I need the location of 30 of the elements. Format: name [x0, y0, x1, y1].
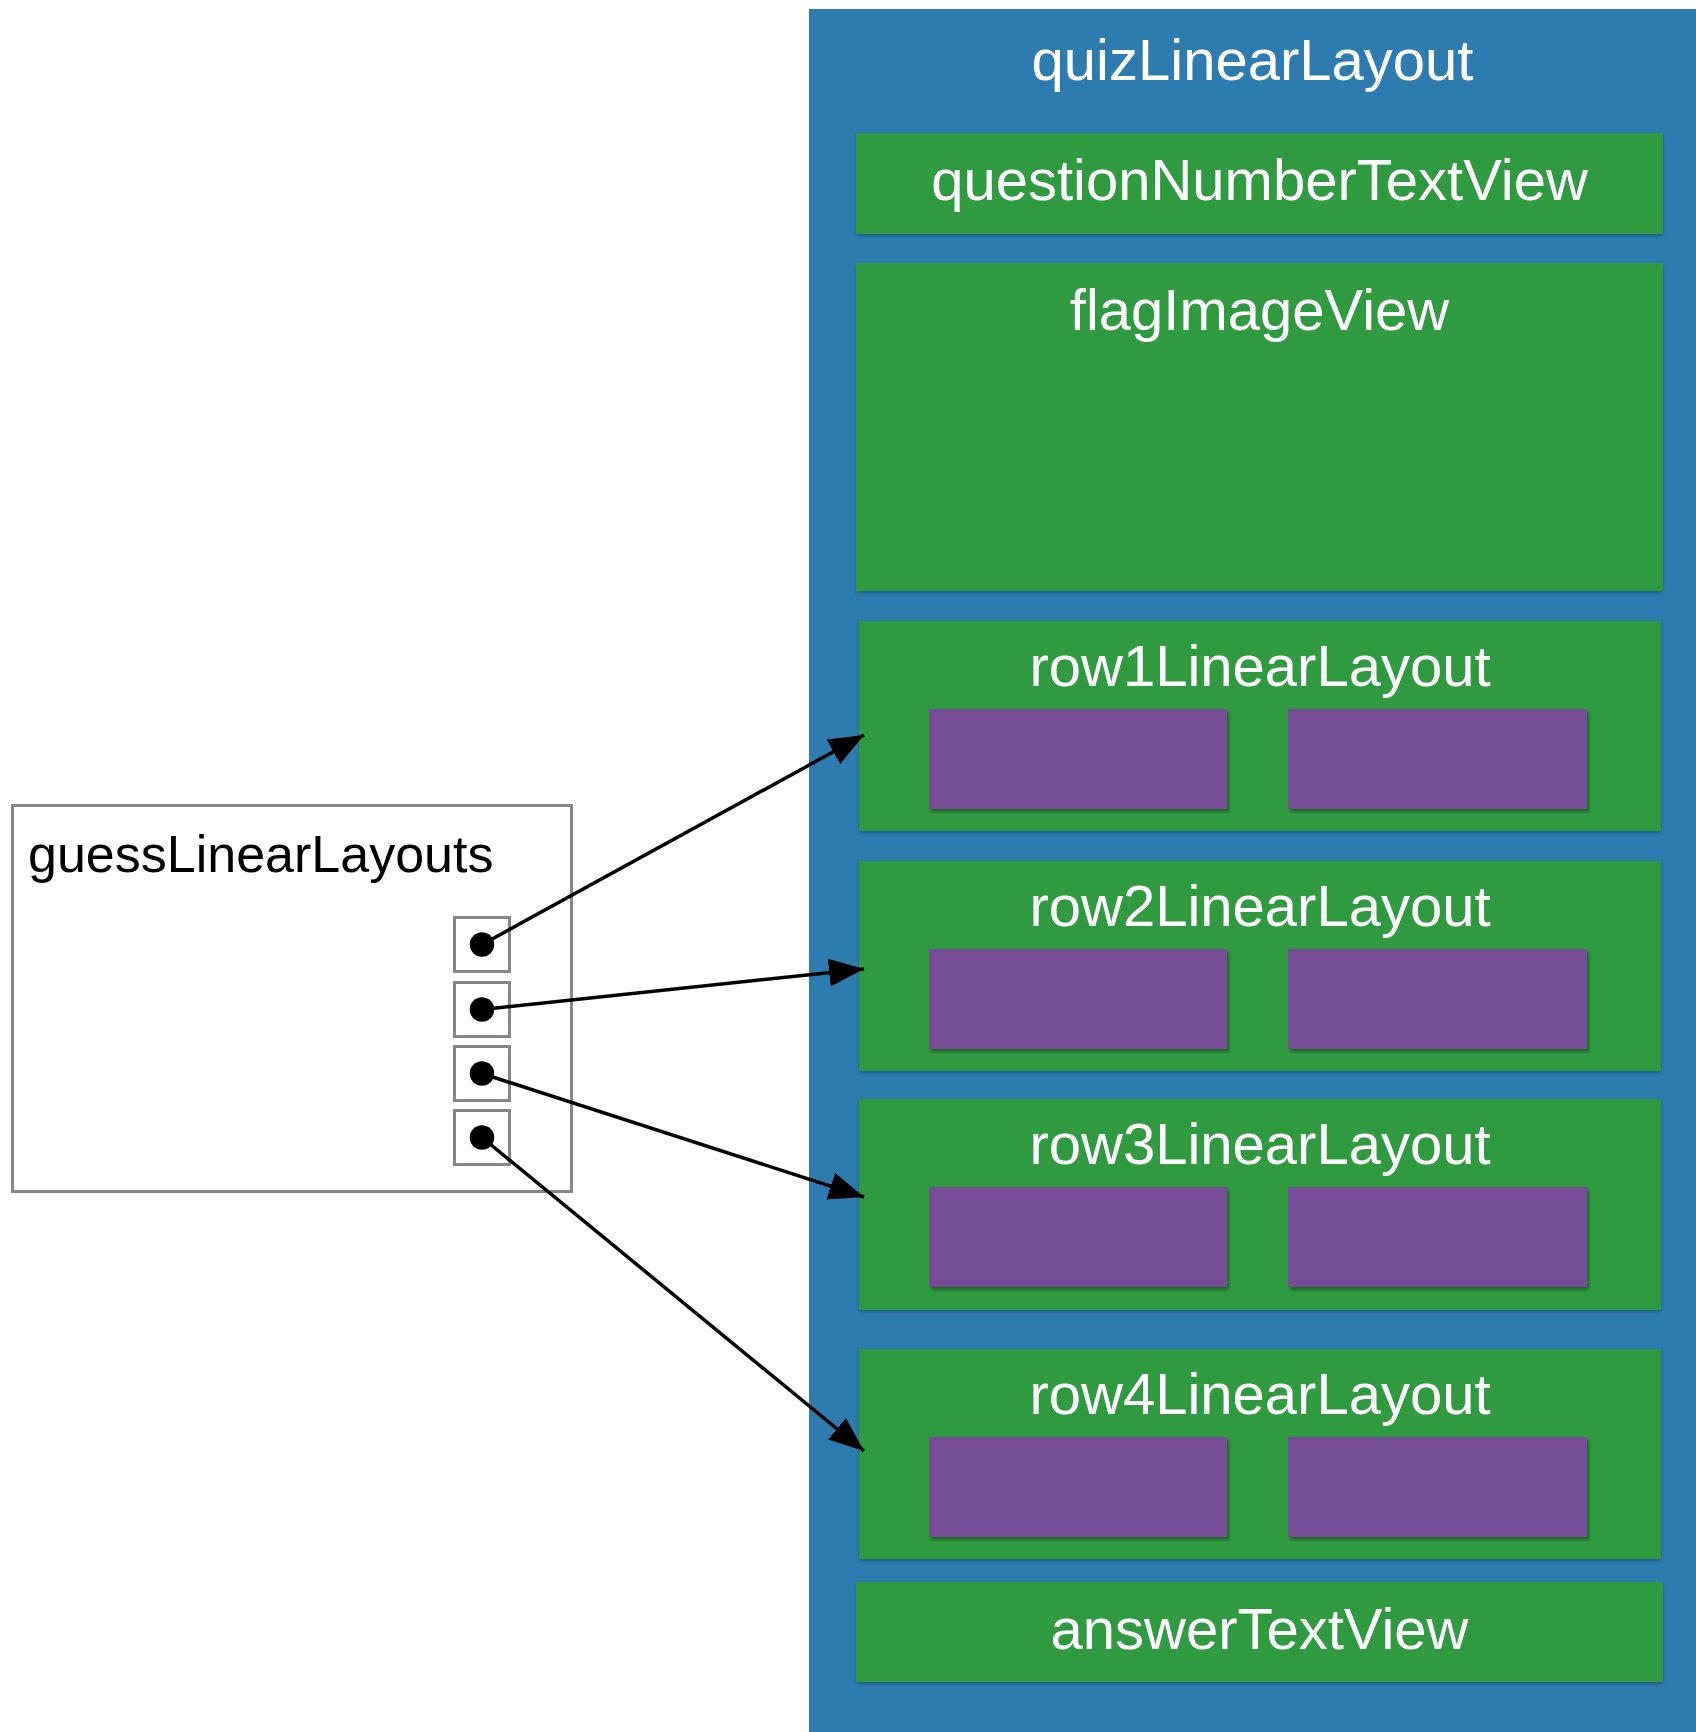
button-placeholder — [929, 1437, 1227, 1537]
button-placeholder — [1288, 709, 1587, 809]
panel-title: quizLinearLayout — [1030, 27, 1475, 94]
row-panel — [859, 1349, 1661, 1559]
row-label: row2LinearLayout — [1028, 873, 1492, 940]
view-bar — [856, 1582, 1663, 1682]
pointer-arrow — [469, 958, 865, 1022]
view-label: flagImageView — [1068, 277, 1451, 344]
button-placeholder — [1288, 949, 1587, 1049]
array-box — [11, 804, 573, 1193]
layout-panel — [809, 9, 1696, 1732]
row-panel — [859, 1099, 1661, 1310]
pointer-arrow — [469, 1125, 866, 1453]
row-label: row3LinearLayout — [1028, 1111, 1492, 1178]
row-label: row4LinearLayout — [1028, 1361, 1492, 1428]
pointer-arrow — [469, 733, 865, 957]
view-bar — [856, 133, 1663, 234]
view-bar — [856, 263, 1663, 591]
button-placeholder — [929, 709, 1227, 809]
button-placeholder — [1288, 1187, 1587, 1287]
view-label: answerTextView — [1049, 1596, 1470, 1663]
button-placeholder — [929, 949, 1227, 1049]
row-panel — [859, 621, 1661, 831]
row-panel — [859, 861, 1661, 1071]
row-label: row1LinearLayout — [1028, 633, 1492, 700]
view-label: questionNumberTextView — [930, 147, 1589, 214]
array-label: guessLinearLayouts — [28, 825, 494, 885]
button-placeholder — [929, 1187, 1227, 1287]
pointer-arrow — [469, 1061, 865, 1200]
button-placeholder — [1288, 1437, 1587, 1537]
